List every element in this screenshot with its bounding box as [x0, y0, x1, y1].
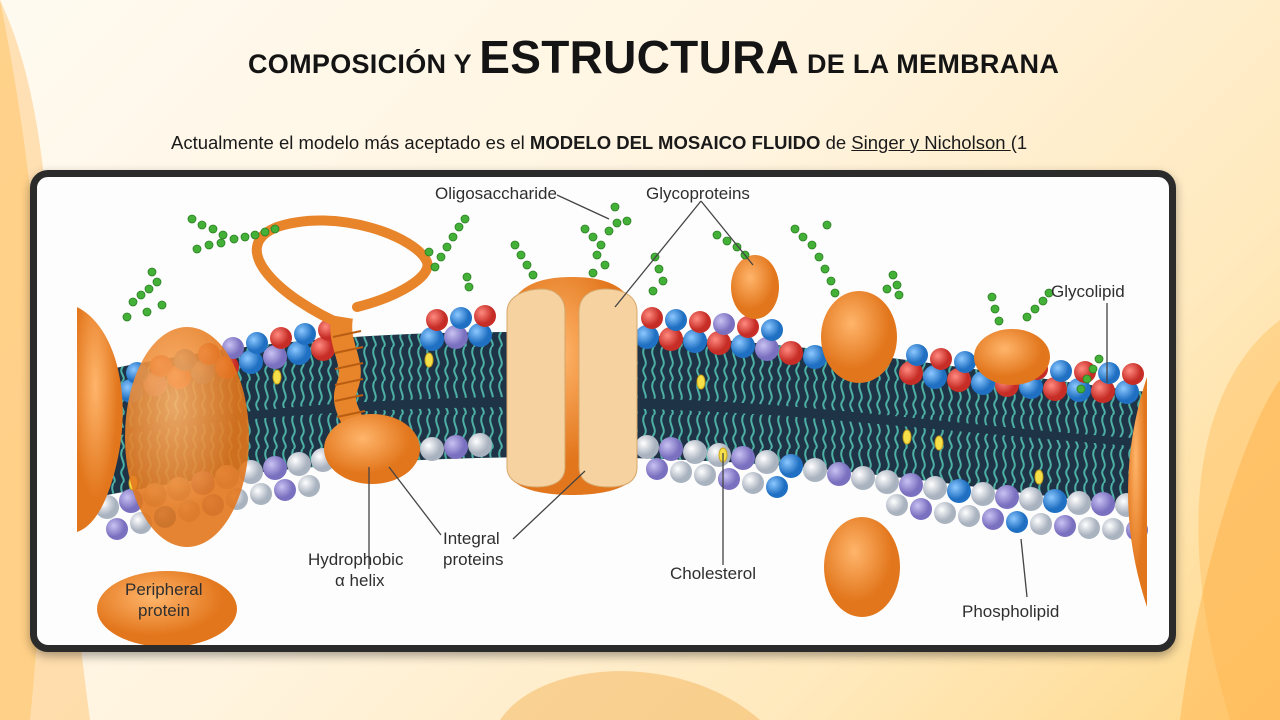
peripheral-protein — [97, 571, 237, 645]
central-glycoprotein — [506, 277, 638, 495]
label-phospholipid: Phospholipid — [962, 602, 1059, 621]
title-part-1: COMPOSICIÓN Y — [248, 49, 480, 79]
label-integral-line2: proteins — [443, 550, 503, 569]
membrane-diagram: Oligosaccharide Glycoproteins Glycolipid… — [77, 184, 1148, 645]
label-hydrophobic-line1: Hydrophobic — [308, 550, 404, 569]
large-glycoprotein — [821, 291, 897, 383]
slide-subtitle: Actualmente el modelo más aceptado es el… — [171, 132, 1027, 154]
alpha-helix-protein — [251, 215, 433, 484]
left-edge-protein — [77, 307, 123, 532]
glycolipid-protein — [974, 329, 1050, 385]
label-peripheral-line1: Peripheral — [125, 580, 203, 599]
membrane-diagram-frame: Oligosaccharide Glycoproteins Glycolipid… — [30, 170, 1176, 652]
subtitle-text-before: Actualmente el modelo más aceptado es el — [171, 132, 530, 153]
left-integral-protein — [125, 327, 249, 547]
title-part-2: ESTRUCTURA — [479, 31, 800, 83]
title-part-3: DE LA MEMBRANA — [799, 49, 1060, 79]
label-cholesterol: Cholesterol — [670, 564, 756, 583]
label-hydrophobic-line2: α helix — [335, 571, 385, 590]
label-oligosaccharide: Oligosaccharide — [435, 184, 557, 203]
slide-title: COMPOSICIÓN Y ESTRUCTURA DE LA MEMBRANA — [248, 30, 1059, 84]
lower-right-protein — [824, 517, 900, 617]
subtitle-text-after: (1 — [1010, 132, 1028, 153]
label-peripheral-line2: protein — [138, 601, 190, 620]
right-edge-protein — [1128, 377, 1147, 607]
right-glycoprotein — [731, 255, 779, 319]
label-glycoproteins: Glycoproteins — [646, 184, 750, 203]
subtitle-model-name: MODELO DEL MOSAICO FLUIDO — [529, 132, 821, 153]
diagram-reflection — [30, 652, 1176, 720]
label-integral-line1: Integral — [443, 529, 500, 548]
subtitle-text-mid: de — [820, 132, 852, 153]
label-leader-lines — [368, 194, 1108, 598]
singer-nicholson-link[interactable]: Singer y Nicholson — [851, 132, 1011, 153]
label-glycolipid: Glycolipid — [1051, 282, 1125, 301]
